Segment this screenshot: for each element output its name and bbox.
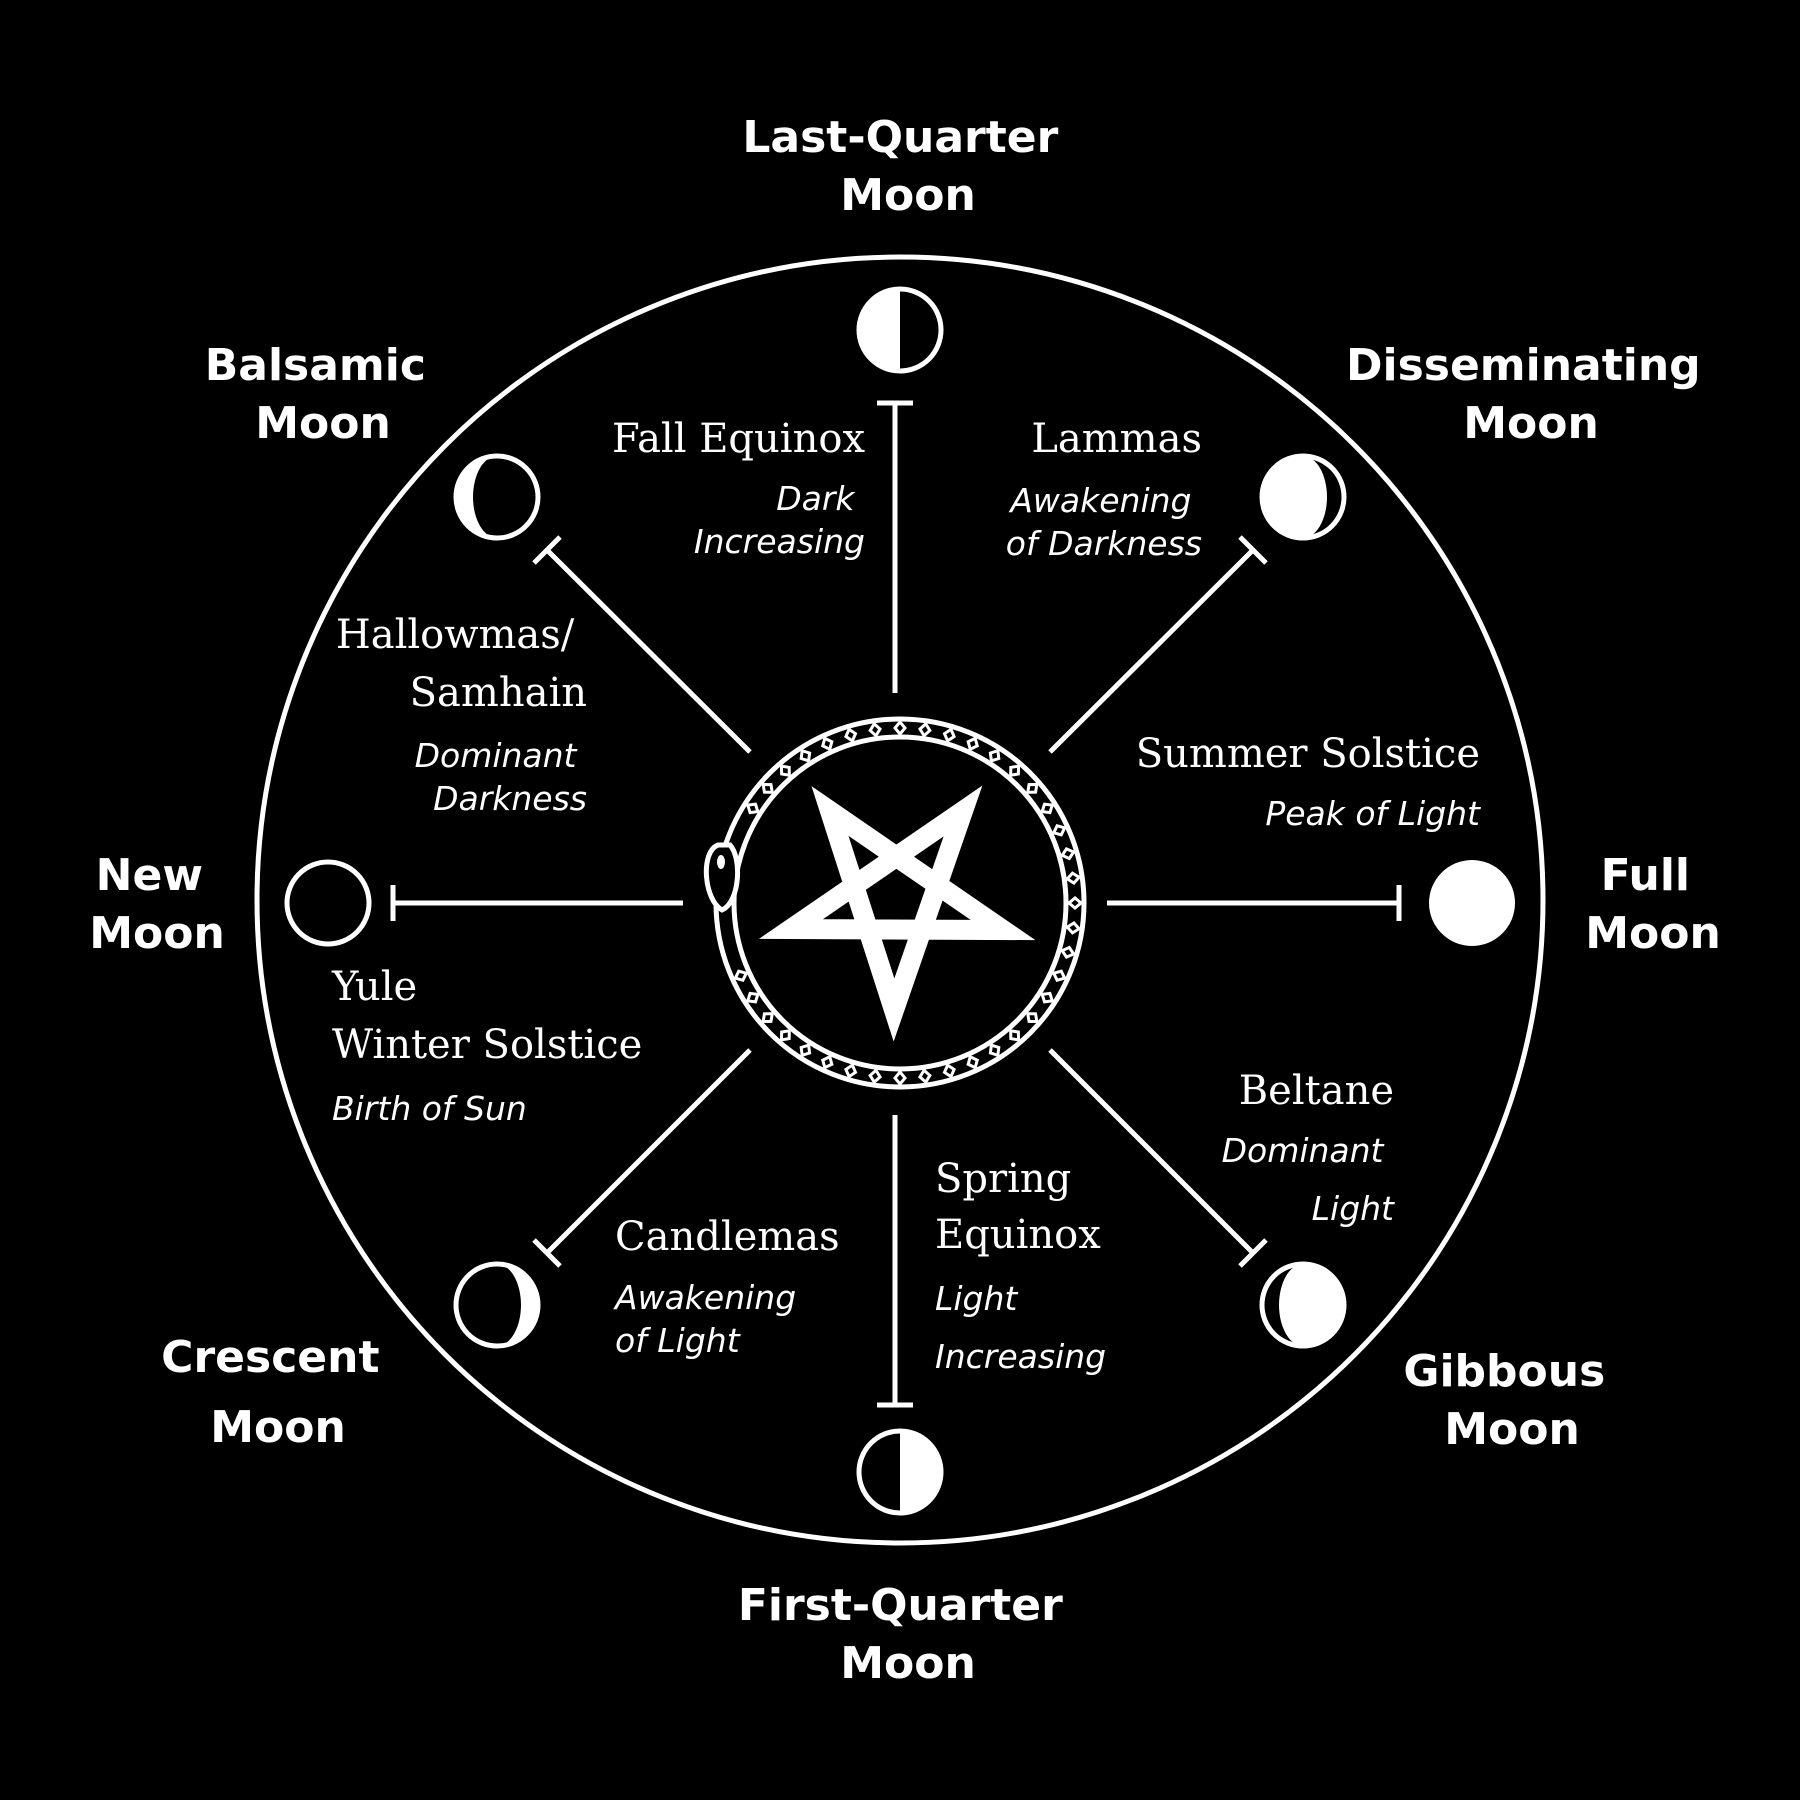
serpent-scale <box>799 1043 812 1058</box>
svg-text:Spring Equinox: Spring Equinox <box>935 1156 1101 1258</box>
serpent-scale <box>844 1062 858 1079</box>
serpent-scale <box>893 1069 907 1087</box>
serpent-scale <box>779 764 791 778</box>
serpent-scale <box>988 748 1001 763</box>
spoke-left <box>390 885 683 921</box>
phase-label-new: New Moon <box>89 850 225 959</box>
serpent-scale <box>942 1062 956 1079</box>
full-moon-icon <box>1429 860 1515 946</box>
last-quarter-moon-icon <box>856 286 944 374</box>
svg-text:Hallowmas/ Samhain: Hallowmas/ Samhain <box>336 612 587 716</box>
serpent-scale <box>966 736 980 752</box>
svg-text:Peak of Light: Peak of Light <box>1265 794 1481 833</box>
serpent-scale <box>868 721 882 739</box>
serpent-scale <box>1009 764 1021 778</box>
serpent-scale <box>1009 1028 1021 1042</box>
serpent-scale <box>988 1043 1001 1058</box>
serpent-scale <box>1051 823 1067 837</box>
spoke-bottom-left <box>532 1048 752 1268</box>
phase-label-full: Full Moon <box>1585 850 1721 959</box>
festival-labels: Fall Equinox Dark Increasing Lammas Awak… <box>331 416 1481 1376</box>
spoke-top <box>877 400 913 693</box>
spoke-top-right <box>1048 535 1268 754</box>
svg-text:Lammas: Lammas <box>1031 416 1202 462</box>
serpent-scale <box>745 802 760 815</box>
crescent-moon-icon <box>453 1261 541 1349</box>
serpent-scale <box>1025 1012 1039 1024</box>
phase-label-balsamic: Balsamic Moon <box>205 340 442 449</box>
serpent-scale <box>1040 802 1055 815</box>
serpent-scale <box>820 736 834 752</box>
phase-label-gibbous: Gibbous Moon <box>1403 1346 1620 1455</box>
serpent-scale <box>918 721 932 739</box>
first-quarter-moon-icon <box>856 1428 944 1516</box>
festival-yule: Yule Winter Solstice Birth of Sun <box>331 964 642 1128</box>
moon-icons <box>284 286 1515 1516</box>
svg-text:Summer Solstice: Summer Solstice <box>1136 731 1480 777</box>
serpent-scale <box>844 727 858 744</box>
serpent-scale <box>1051 969 1067 983</box>
svg-text:Beltane: Beltane <box>1239 1068 1394 1114</box>
serpent-scale <box>1059 847 1076 861</box>
phase-label-first-quarter: First-Quarter Moon <box>738 1580 1078 1689</box>
serpent-scale <box>1025 782 1039 794</box>
phase-label-disseminating: Disseminating Moon <box>1346 340 1716 449</box>
spoke-right <box>1107 885 1402 921</box>
new-moon-icon <box>284 859 372 947</box>
outer-ring <box>254 254 1546 1546</box>
phase-label-crescent: Crescent Moon <box>161 1332 395 1453</box>
serpent-scale <box>761 1012 775 1024</box>
serpent-head <box>703 842 741 913</box>
spoke-bottom <box>877 1115 913 1408</box>
serpent-scale <box>893 719 907 737</box>
festival-fall-equinox: Fall Equinox Dark Increasing <box>612 416 865 561</box>
phase-label-last-quarter: Last-Quarter Moon <box>742 112 1073 221</box>
serpent-scale <box>799 748 812 763</box>
svg-text:Dark Increasing: Dark Increasing <box>694 479 865 561</box>
serpent-scale <box>1059 945 1076 959</box>
gibbous-moon-icon <box>1259 1261 1347 1349</box>
disseminating-moon-icon <box>1259 453 1347 541</box>
svg-text:Awakening of Light: Awakening of Light <box>613 1278 807 1360</box>
balsamic-moon-icon <box>453 453 541 541</box>
spokes <box>390 400 1402 1408</box>
serpent-scale <box>942 727 956 744</box>
serpent-scale <box>745 991 760 1004</box>
svg-text:Dominant Darkness: Dominant Darkness <box>415 736 587 818</box>
svg-text:Birth of Sun: Birth of Sun <box>332 1089 527 1128</box>
phase-labels: Last-Quarter Moon Disseminating Moon Ful… <box>89 112 1721 1689</box>
svg-text:Light Increasing: Light Increasing <box>935 1279 1106 1376</box>
serpent-scale <box>1066 896 1084 910</box>
serpent-scale <box>918 1067 932 1085</box>
serpent-scale <box>1040 991 1055 1004</box>
serpent-scale <box>1064 871 1082 885</box>
svg-text:Fall Equinox: Fall Equinox <box>612 416 865 462</box>
serpent-scale <box>966 1054 980 1070</box>
ouroboros-icon <box>703 716 1087 1090</box>
serpent-scale <box>868 1067 882 1085</box>
center-emblem <box>703 716 1087 1090</box>
festival-hallowmas: Hallowmas/ Samhain Dominant Darkness <box>336 612 587 818</box>
festival-beltane: Beltane Dominant Light <box>1222 1068 1395 1228</box>
festival-lammas: Lammas Awakening of Darkness <box>1006 416 1202 563</box>
festival-candlemas: Candlemas Awakening of Light <box>613 1214 840 1360</box>
svg-text:Dominant Light: Dominant Light <box>1222 1131 1395 1228</box>
serpent-scale <box>1064 921 1082 935</box>
serpent-scale <box>779 1028 791 1042</box>
festival-spring-equinox: Spring Equinox Light Increasing <box>935 1156 1106 1376</box>
svg-text:Awakening of Darkness: Awakening of Darkness <box>1006 481 1202 563</box>
serpent-scale <box>820 1054 834 1070</box>
spoke-top-left <box>532 535 752 754</box>
pentagram-icon <box>758 785 1036 1042</box>
spoke-bottom-right <box>1048 1048 1268 1268</box>
serpent-scale <box>761 782 775 794</box>
svg-text:Yule Winter Solstice: Yule Winter Solstice <box>331 964 642 1068</box>
svg-text:Candlemas: Candlemas <box>615 1214 840 1260</box>
serpent-scale <box>733 969 749 983</box>
festival-summer-solstice: Summer Solstice Peak of Light <box>1136 731 1481 833</box>
